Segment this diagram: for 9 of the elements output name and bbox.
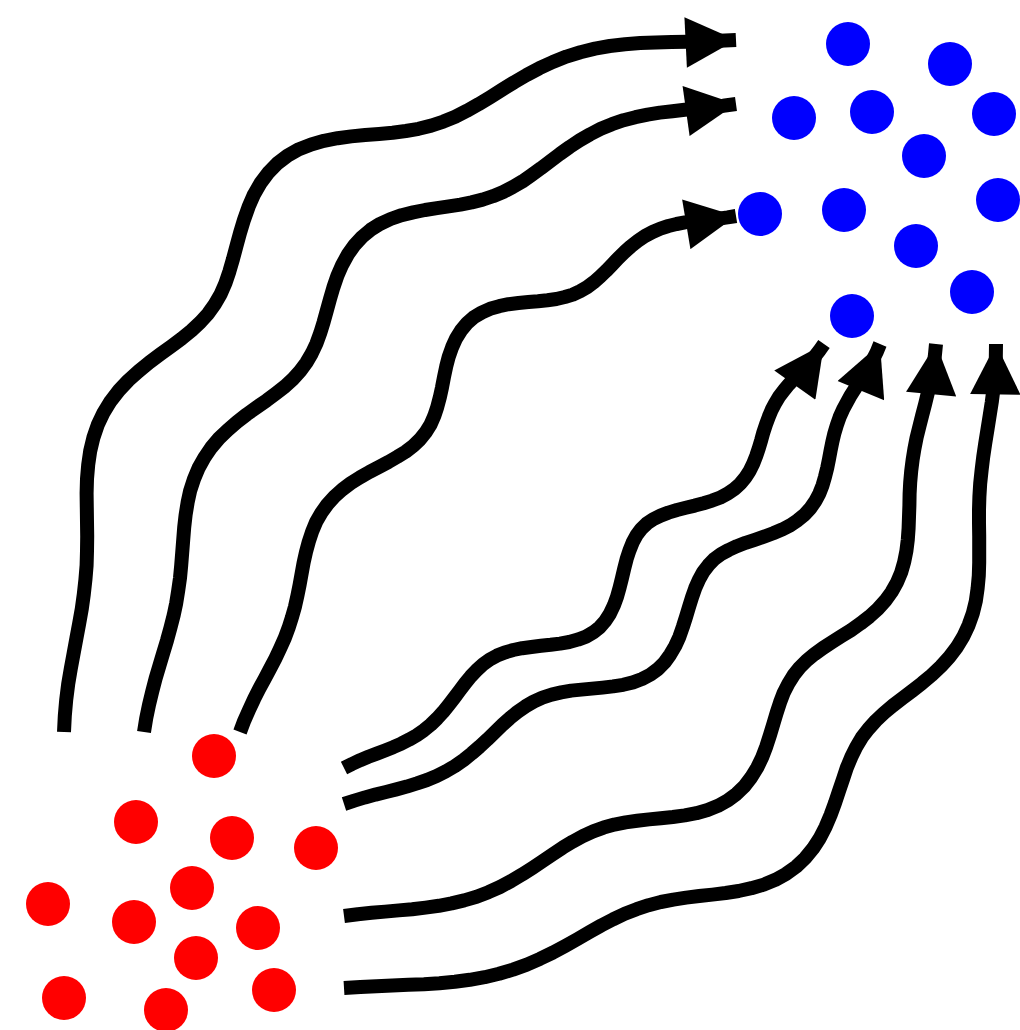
- wavy-arrow: [57, 17, 737, 733]
- wavy-arrow: [341, 341, 887, 811]
- wavy-arrow: [343, 343, 957, 923]
- wavy-arrow: [343, 343, 1020, 995]
- dot-cluster-drawing: [736, 16, 1020, 344]
- wavy-arrow: [340, 339, 830, 775]
- dot-cluster-drawing: [20, 732, 344, 1030]
- wavy-arrow: [137, 86, 737, 734]
- wavy-arrow: [233, 199, 738, 735]
